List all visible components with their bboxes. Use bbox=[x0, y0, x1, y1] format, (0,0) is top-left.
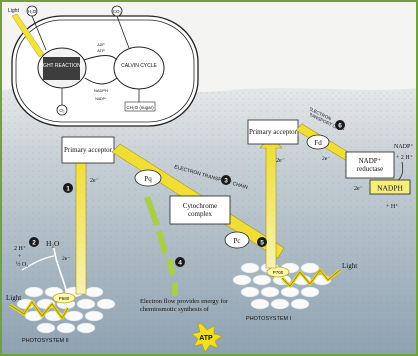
step-1-marker bbox=[63, 183, 73, 193]
svg-text:1: 1 bbox=[66, 185, 70, 192]
photosynthesis-diagram: LIGHT REACTIONS CALVIN CYCLE ATP NADPH H… bbox=[2, 2, 416, 354]
photosystem-i-label: PHOTOSYSTEM I bbox=[246, 316, 292, 322]
inset-nadp: NADP⁺ bbox=[95, 97, 107, 101]
inset-atp: ATP bbox=[97, 48, 105, 53]
h-plus-label: + H⁺ bbox=[386, 203, 398, 210]
two-h-plus-right: + 2 H⁺ bbox=[396, 154, 413, 161]
light-reactions-label: LIGHT REACTIONS bbox=[39, 63, 85, 69]
water-splitting: H₂O 2 H⁺ + ½ O₂ 2e⁻ 2 bbox=[14, 237, 70, 291]
svg-text:5: 5 bbox=[260, 239, 264, 246]
inset-o2: O₂ bbox=[59, 108, 65, 113]
calvin-cycle-label: CALVIN CYCLE bbox=[121, 63, 157, 69]
inset-adp: ADP bbox=[97, 43, 105, 47]
atp-energy-path bbox=[144, 196, 178, 296]
pq-label: Pq bbox=[144, 175, 152, 183]
step-4-marker bbox=[175, 257, 185, 267]
inset-light-label: Light bbox=[8, 8, 19, 14]
step-3-marker bbox=[221, 175, 231, 185]
cytochrome-complex-label: Cytochrome complex bbox=[182, 202, 218, 218]
inset-nadph: NADPH bbox=[94, 88, 108, 93]
step-5-marker bbox=[257, 237, 267, 247]
water-label: H₂O bbox=[46, 239, 60, 248]
p700-reaction-center bbox=[266, 266, 290, 278]
photosystem-i: P700 PHOTOSYSTEM I Light bbox=[232, 262, 357, 322]
photosystem-ii-label: PHOTOSYSTEM II bbox=[22, 338, 69, 344]
svg-text:2: 2 bbox=[32, 239, 36, 246]
electron-pair-fd: 2e⁻ bbox=[322, 156, 330, 162]
nadp-reductase bbox=[345, 151, 395, 179]
half-o2-label: ½ O₂ bbox=[16, 261, 28, 268]
nadph-box bbox=[369, 179, 411, 195]
step-6-marker bbox=[335, 120, 345, 130]
primary-acceptor-ps2-label: Primary acceptor bbox=[63, 146, 112, 154]
electron-flow-caption: Electron flow provides energy for chemio… bbox=[140, 298, 228, 313]
atp-label: ATP bbox=[199, 335, 213, 342]
nadp-plus-label: NADP⁺ bbox=[394, 143, 414, 150]
inset-co2: CO₂ bbox=[113, 9, 122, 14]
electron-pair-water: 2e⁻ bbox=[62, 256, 70, 262]
svg-text:3: 3 bbox=[224, 177, 228, 184]
inset-h2o: H₂O bbox=[28, 9, 37, 14]
p700-label: P700 bbox=[273, 270, 284, 275]
ferredoxin bbox=[306, 134, 330, 150]
svg-text:4: 4 bbox=[178, 259, 182, 266]
atp-burst bbox=[191, 323, 223, 353]
electron-pair-ps1: 2e⁻ bbox=[276, 158, 285, 164]
step-2-marker bbox=[29, 237, 39, 247]
cytochrome-complex bbox=[169, 195, 231, 225]
inset-light-beam bbox=[11, 13, 45, 58]
p680-label: P680 bbox=[59, 296, 70, 301]
overview-inset: LIGHT REACTIONS CALVIN CYCLE ATP NADPH H… bbox=[8, 5, 199, 127]
light-left-label: Light bbox=[6, 294, 21, 302]
chloroplast-outline bbox=[11, 15, 199, 127]
primary-acceptor-ps1 bbox=[247, 119, 299, 145]
two-h-plus-left: 2 H⁺ bbox=[14, 245, 26, 252]
primary-acceptor-ps1-label: Primary acceptor bbox=[248, 128, 297, 136]
fd-label: Fd bbox=[314, 139, 322, 147]
p680-reaction-center bbox=[52, 292, 76, 304]
plastocyanin bbox=[224, 231, 250, 249]
plastoquinone bbox=[134, 169, 162, 187]
plus-sign-left: + bbox=[18, 254, 22, 260]
nadph-label: NADPH bbox=[377, 184, 403, 193]
primary-acceptor-ps2 bbox=[61, 136, 115, 164]
inset-sugar: CH₂O (sugar) bbox=[126, 105, 154, 110]
electron-pair-nadp: 2e⁻ bbox=[354, 186, 363, 192]
pc-label: Pc bbox=[234, 237, 241, 245]
photosystem-ii: P680 PHOTOSYSTEM II Light bbox=[6, 286, 116, 344]
nadp-reductase-label: NADP⁺ reductase bbox=[356, 157, 384, 173]
electron-pair-ps2: 2e⁻ bbox=[90, 178, 99, 184]
light-right-label: Light bbox=[342, 262, 357, 270]
svg-text:6: 6 bbox=[338, 122, 342, 129]
